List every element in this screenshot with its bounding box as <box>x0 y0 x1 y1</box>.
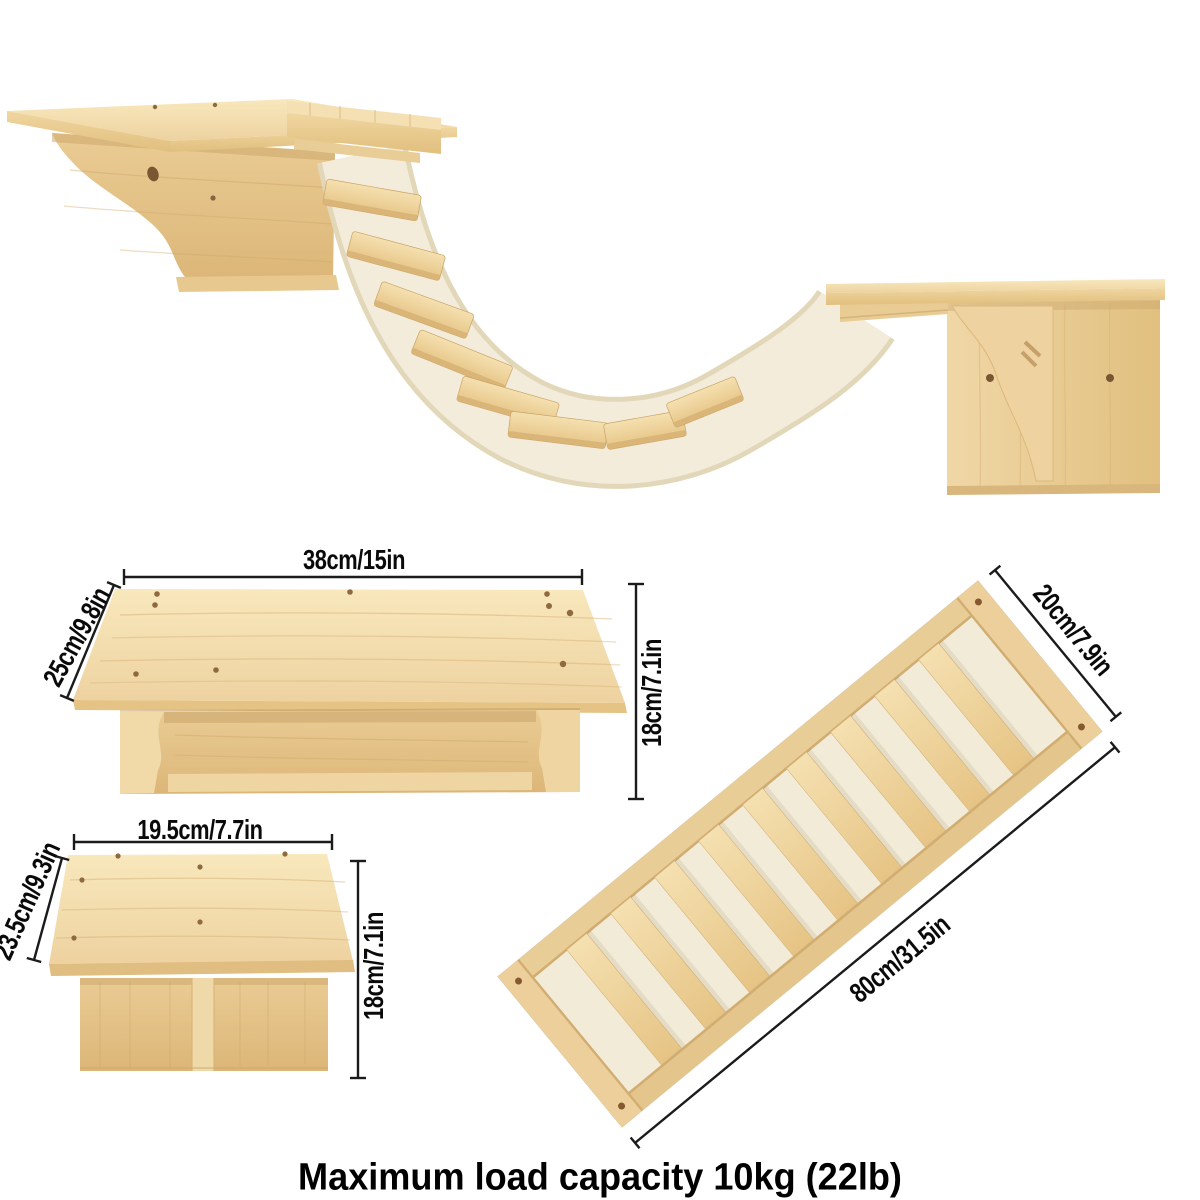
dimension-lines <box>26 569 644 1080</box>
small-shelf-height-label: 18cm/7.1in <box>358 912 389 1020</box>
hero-bridge <box>287 101 895 489</box>
hero-photo <box>7 99 1165 495</box>
large-shelf-height-label: 18cm/7.1in <box>636 639 667 747</box>
max-load-caption: Maximum load capacity 10kg (22lb) <box>298 1156 902 1199</box>
bridge-steps <box>322 178 744 450</box>
ladder-diagram <box>497 564 1122 1150</box>
small-shelf-width-label: 19.5cm/7.7in <box>137 814 263 845</box>
small-shelf-diagram <box>49 851 355 1071</box>
hero-right-shelf <box>826 279 1165 495</box>
large-shelf-width-label: 38cm/15in <box>302 544 406 575</box>
ladder-rungs <box>566 640 1038 1066</box>
large-shelf-diagram <box>73 589 627 794</box>
ladder-dimension-lines <box>629 564 1122 1150</box>
